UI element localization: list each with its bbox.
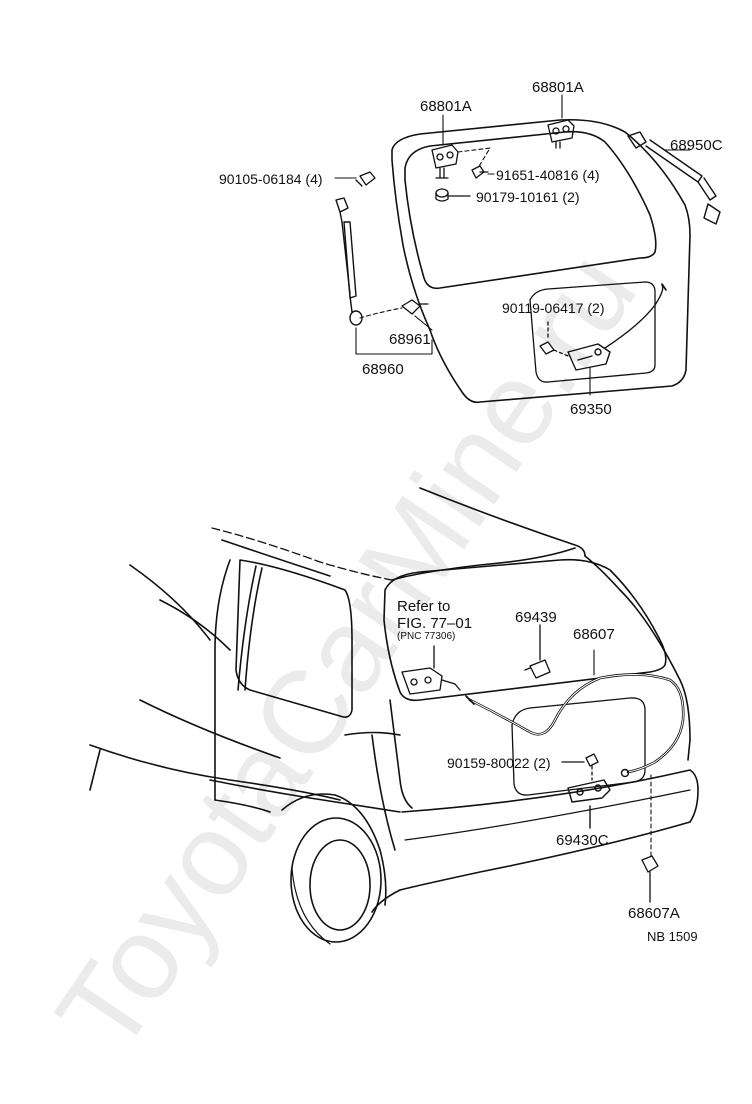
lock-69350-icon xyxy=(567,343,611,371)
clip-68961-icon xyxy=(401,299,429,315)
stay-left-icon xyxy=(335,197,363,326)
label-striker-69430c: 69430C xyxy=(556,832,609,849)
label-stay-left: 68960 xyxy=(362,361,404,378)
cable-end-right-icon xyxy=(620,768,630,778)
label-screw-90159: 90159-80022 (2) xyxy=(447,755,551,771)
back-door-panel xyxy=(391,118,691,404)
label-refer-line3: (PNC 77306) xyxy=(397,631,456,642)
bolt-91651-icon xyxy=(471,165,489,179)
label-refer-line2: FIG. 77–01 xyxy=(397,615,473,632)
label-lock-69350: 69350 xyxy=(570,401,612,418)
lock-cable-end xyxy=(661,283,667,291)
hinge-bracket-line xyxy=(457,147,491,169)
label-cable-68607: 68607 xyxy=(573,626,615,643)
leader-lines-upper xyxy=(334,94,691,179)
figure-code: NB 1509 xyxy=(647,929,698,944)
hinge-left-icon xyxy=(431,144,459,179)
label-screw-90119: 90119-06417 (2) xyxy=(502,300,605,316)
label-part-69439: 69439 xyxy=(515,609,557,626)
stay-dash-line xyxy=(359,307,403,319)
label-bush-90179: 90179-10161 (2) xyxy=(476,189,580,205)
cable-68607-inner xyxy=(469,673,684,773)
label-stay-right: 68950C xyxy=(670,137,723,154)
hinge-right-icon xyxy=(547,119,575,149)
screw-90119-icon xyxy=(539,321,569,357)
label-hinge-right: 68801A xyxy=(532,79,584,96)
label-bolt-90105: 90105-06184 (4) xyxy=(219,171,323,187)
lock-cable-line xyxy=(604,284,664,349)
label-refer-line1: Refer to xyxy=(397,598,451,615)
striker-69430c-icon xyxy=(567,779,611,829)
label-part-68607a: 68607A xyxy=(628,905,680,922)
clip-leader xyxy=(414,315,433,331)
cable-end-left xyxy=(465,695,475,705)
clip-69439-icon xyxy=(524,624,551,679)
bolt-90105-icon xyxy=(355,171,376,187)
stay-group-bracket xyxy=(355,327,433,355)
label-clip-68961: 68961 xyxy=(389,331,431,348)
bush-90179-icon xyxy=(435,188,471,202)
grommet-68607a-icon xyxy=(641,855,659,903)
screw-90159-icon xyxy=(561,753,599,781)
stay-right-icon xyxy=(627,131,721,225)
label-bolt-91651: 91651-40816 (4) xyxy=(496,167,600,183)
vehicle-body xyxy=(89,487,699,945)
hinge-ref-icon xyxy=(401,645,461,695)
label-hinge-left: 68801A xyxy=(420,98,472,115)
